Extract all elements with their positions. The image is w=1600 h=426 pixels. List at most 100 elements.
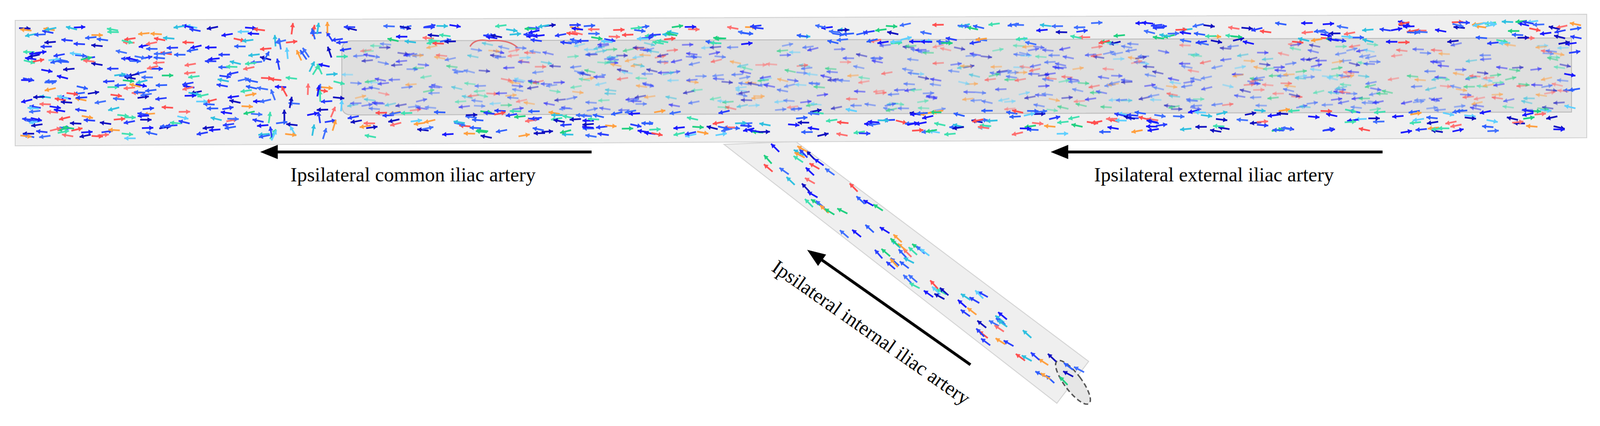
- vector-head: [1180, 113, 1185, 119]
- vector-head: [560, 122, 565, 128]
- vector-head: [162, 35, 168, 41]
- vector-head: [823, 92, 829, 97]
- vector-head: [909, 38, 914, 44]
- vector-head: [553, 118, 558, 123]
- vector-head: [513, 28, 518, 33]
- vector-head: [50, 59, 56, 65]
- vector-head: [131, 114, 136, 120]
- vector-head: [1433, 105, 1438, 111]
- vector-head: [498, 45, 503, 50]
- vector-head: [887, 30, 892, 36]
- vector-head: [444, 38, 449, 44]
- vector-head: [1302, 68, 1308, 74]
- vessel-outlet: [1050, 355, 1096, 409]
- vector-head: [377, 81, 382, 86]
- vector-head: [400, 110, 405, 116]
- vector-head: [1274, 67, 1279, 73]
- vector-head: [83, 85, 88, 91]
- vector-head: [923, 98, 929, 104]
- vector-head: [1167, 76, 1173, 82]
- vector-head: [735, 125, 740, 131]
- vector-head: [184, 62, 189, 68]
- vector-head: [114, 83, 120, 88]
- vector-head: [406, 25, 411, 31]
- vector-head: [1496, 65, 1501, 70]
- vector-head: [1143, 29, 1149, 35]
- vector-head: [173, 24, 179, 30]
- vector-head: [21, 98, 27, 104]
- vector-head: [112, 96, 118, 102]
- vector-head: [817, 108, 822, 113]
- vector-head: [248, 52, 253, 58]
- vector-head: [1355, 62, 1361, 67]
- vector-head: [500, 110, 506, 116]
- common-external-iliac-vessel: [15, 14, 1587, 146]
- vector-head: [385, 91, 390, 97]
- vector-head: [1088, 84, 1093, 90]
- vector-head: [1376, 59, 1381, 65]
- vector-head: [275, 58, 281, 63]
- vector-head: [1178, 106, 1183, 112]
- vector-head: [803, 115, 808, 121]
- vector-head: [612, 123, 617, 129]
- vector-head: [1192, 23, 1198, 29]
- vector-head: [1042, 76, 1047, 82]
- vector-head: [25, 32, 30, 38]
- vector-head: [710, 58, 716, 64]
- vector-head: [932, 60, 937, 66]
- vector-head: [1195, 124, 1200, 130]
- vector-head: [1283, 72, 1288, 77]
- vector-head: [245, 84, 251, 90]
- vector-head: [1398, 21, 1403, 27]
- vector-head: [137, 111, 142, 117]
- vector-head: [595, 124, 601, 130]
- vector-head: [341, 72, 346, 77]
- vector-head: [776, 48, 782, 54]
- vector-head: [1368, 91, 1374, 97]
- vector-head: [637, 123, 642, 129]
- vector-head: [523, 100, 528, 106]
- vector-head: [1300, 56, 1305, 62]
- vector-head: [1120, 44, 1126, 49]
- vector-head: [853, 130, 858, 135]
- vector-head: [73, 41, 78, 47]
- vector-head: [584, 51, 590, 57]
- vector-head: [1151, 82, 1156, 88]
- vector-head: [524, 50, 529, 56]
- vector-head: [23, 49, 28, 55]
- vector-head: [998, 97, 1003, 103]
- vector-head: [621, 32, 627, 38]
- vector-head: [969, 40, 974, 46]
- vector-head: [763, 83, 769, 88]
- vector-head: [422, 35, 427, 41]
- vector-head: [635, 75, 640, 81]
- vector-head: [904, 43, 910, 49]
- vector-head: [830, 105, 836, 111]
- vector-head: [1063, 131, 1069, 136]
- vector-head: [699, 124, 704, 130]
- vector-head: [864, 121, 869, 127]
- vector-head: [259, 98, 264, 104]
- vector-head: [512, 92, 517, 98]
- vector-head: [735, 84, 740, 90]
- vector-head: [339, 80, 345, 86]
- vector-head: [612, 47, 618, 52]
- vector-head: [364, 133, 369, 139]
- vector-head: [350, 119, 356, 124]
- vector-head: [988, 21, 993, 27]
- vector-head: [929, 82, 934, 87]
- vector-head: [1099, 129, 1104, 135]
- vector-head: [451, 85, 456, 91]
- vector-head: [1359, 53, 1364, 59]
- vector-head: [183, 115, 189, 121]
- vector-head: [190, 44, 196, 50]
- vector-head: [481, 41, 487, 47]
- vector-head: [153, 55, 158, 61]
- vector-head: [1298, 103, 1304, 109]
- vector-head: [930, 76, 935, 82]
- vector-head: [718, 110, 724, 115]
- vector-head: [1525, 82, 1530, 87]
- vector-head: [786, 52, 791, 58]
- vector-head: [359, 123, 364, 129]
- vector-head: [725, 105, 731, 111]
